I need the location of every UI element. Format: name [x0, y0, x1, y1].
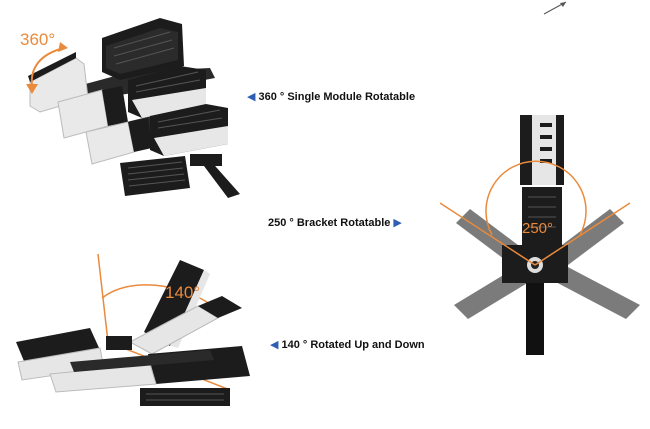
driver-box-lower — [140, 388, 230, 406]
left-arrow-icon: ◀ — [247, 91, 256, 103]
rotation-arc-250 — [440, 160, 631, 266]
updown-rotation-figure — [16, 253, 250, 406]
right-arrow-icon: ▶ — [393, 217, 402, 229]
corner-arrow-icon — [543, 1, 567, 15]
light-fixture-vertical — [520, 115, 564, 247]
module-top — [102, 18, 184, 80]
caption-bracket-text: 250 ° Bracket Rotatable — [268, 216, 391, 229]
stand-bracket — [190, 154, 240, 198]
support-bar-lower — [70, 336, 214, 372]
driver-box — [120, 156, 190, 196]
mounting-pole — [526, 275, 544, 355]
rotation-arc-360 — [26, 42, 68, 94]
module-rotation-figure — [26, 18, 240, 198]
caption-module-text: 360 ° Single Module Rotatable — [258, 90, 416, 103]
bracket-rotation-figure — [440, 115, 640, 355]
module-left-mid — [57, 86, 128, 139]
caption-updown-text: 140 ° Rotated Up and Down — [281, 338, 425, 351]
left-arrow-icon: ◀ — [270, 339, 279, 351]
angle-label-250: 250° — [522, 220, 554, 237]
module-left-low — [85, 118, 152, 165]
angle-label-360: 360° — [20, 30, 56, 49]
caption-bracket: 250 ° Bracket Rotatable ▶ — [268, 216, 402, 230]
module-mid-right — [128, 66, 206, 118]
angle-label-140: 140° — [165, 283, 201, 302]
caption-module: ◀ 360 ° Single Module Rotatable — [247, 90, 416, 104]
module-low-right — [150, 104, 228, 156]
caption-updown: ◀ 140 ° Rotated Up and Down — [270, 338, 425, 352]
module-tilted-middle — [128, 296, 242, 355]
